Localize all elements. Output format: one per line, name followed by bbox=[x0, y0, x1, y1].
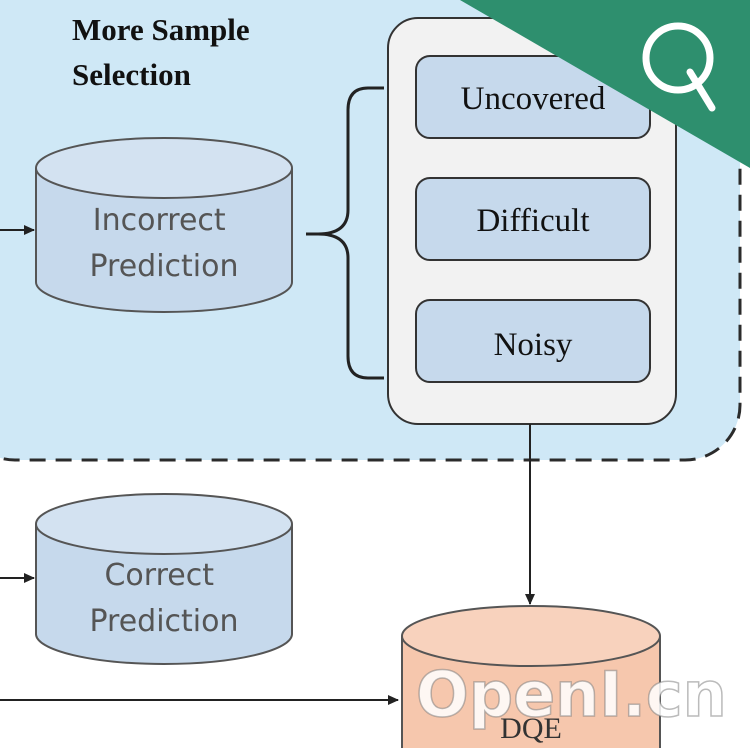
category-noisy-label: Noisy bbox=[494, 327, 573, 363]
region-title-line-2: Selection bbox=[72, 57, 191, 92]
dqe-cylinder: DQE bbox=[401, 605, 661, 748]
region-title: More Sample Selection bbox=[72, 12, 257, 92]
dqe-label: DQE bbox=[500, 712, 562, 745]
category-difficult-label: Difficult bbox=[476, 203, 589, 239]
category-difficult: Difficult bbox=[415, 177, 651, 261]
category-uncovered-label: Uncovered bbox=[461, 81, 606, 117]
category-uncovered: Uncovered bbox=[415, 55, 651, 139]
category-noisy: Noisy bbox=[415, 299, 651, 383]
incorrect-prediction-cylinder: Incorrect Prediction bbox=[35, 137, 293, 313]
correct-prediction-label: Correct Prediction bbox=[89, 558, 238, 639]
incorrect-prediction-label: Incorrect Prediction bbox=[89, 203, 238, 284]
region-title-line-1: More Sample bbox=[72, 12, 250, 47]
correct-prediction-cylinder: Correct Prediction bbox=[35, 493, 293, 665]
corner-logo-badge bbox=[460, 0, 750, 168]
logo-q-icon bbox=[642, 22, 716, 112]
watermark-text: OpenI.cn bbox=[416, 658, 727, 731]
